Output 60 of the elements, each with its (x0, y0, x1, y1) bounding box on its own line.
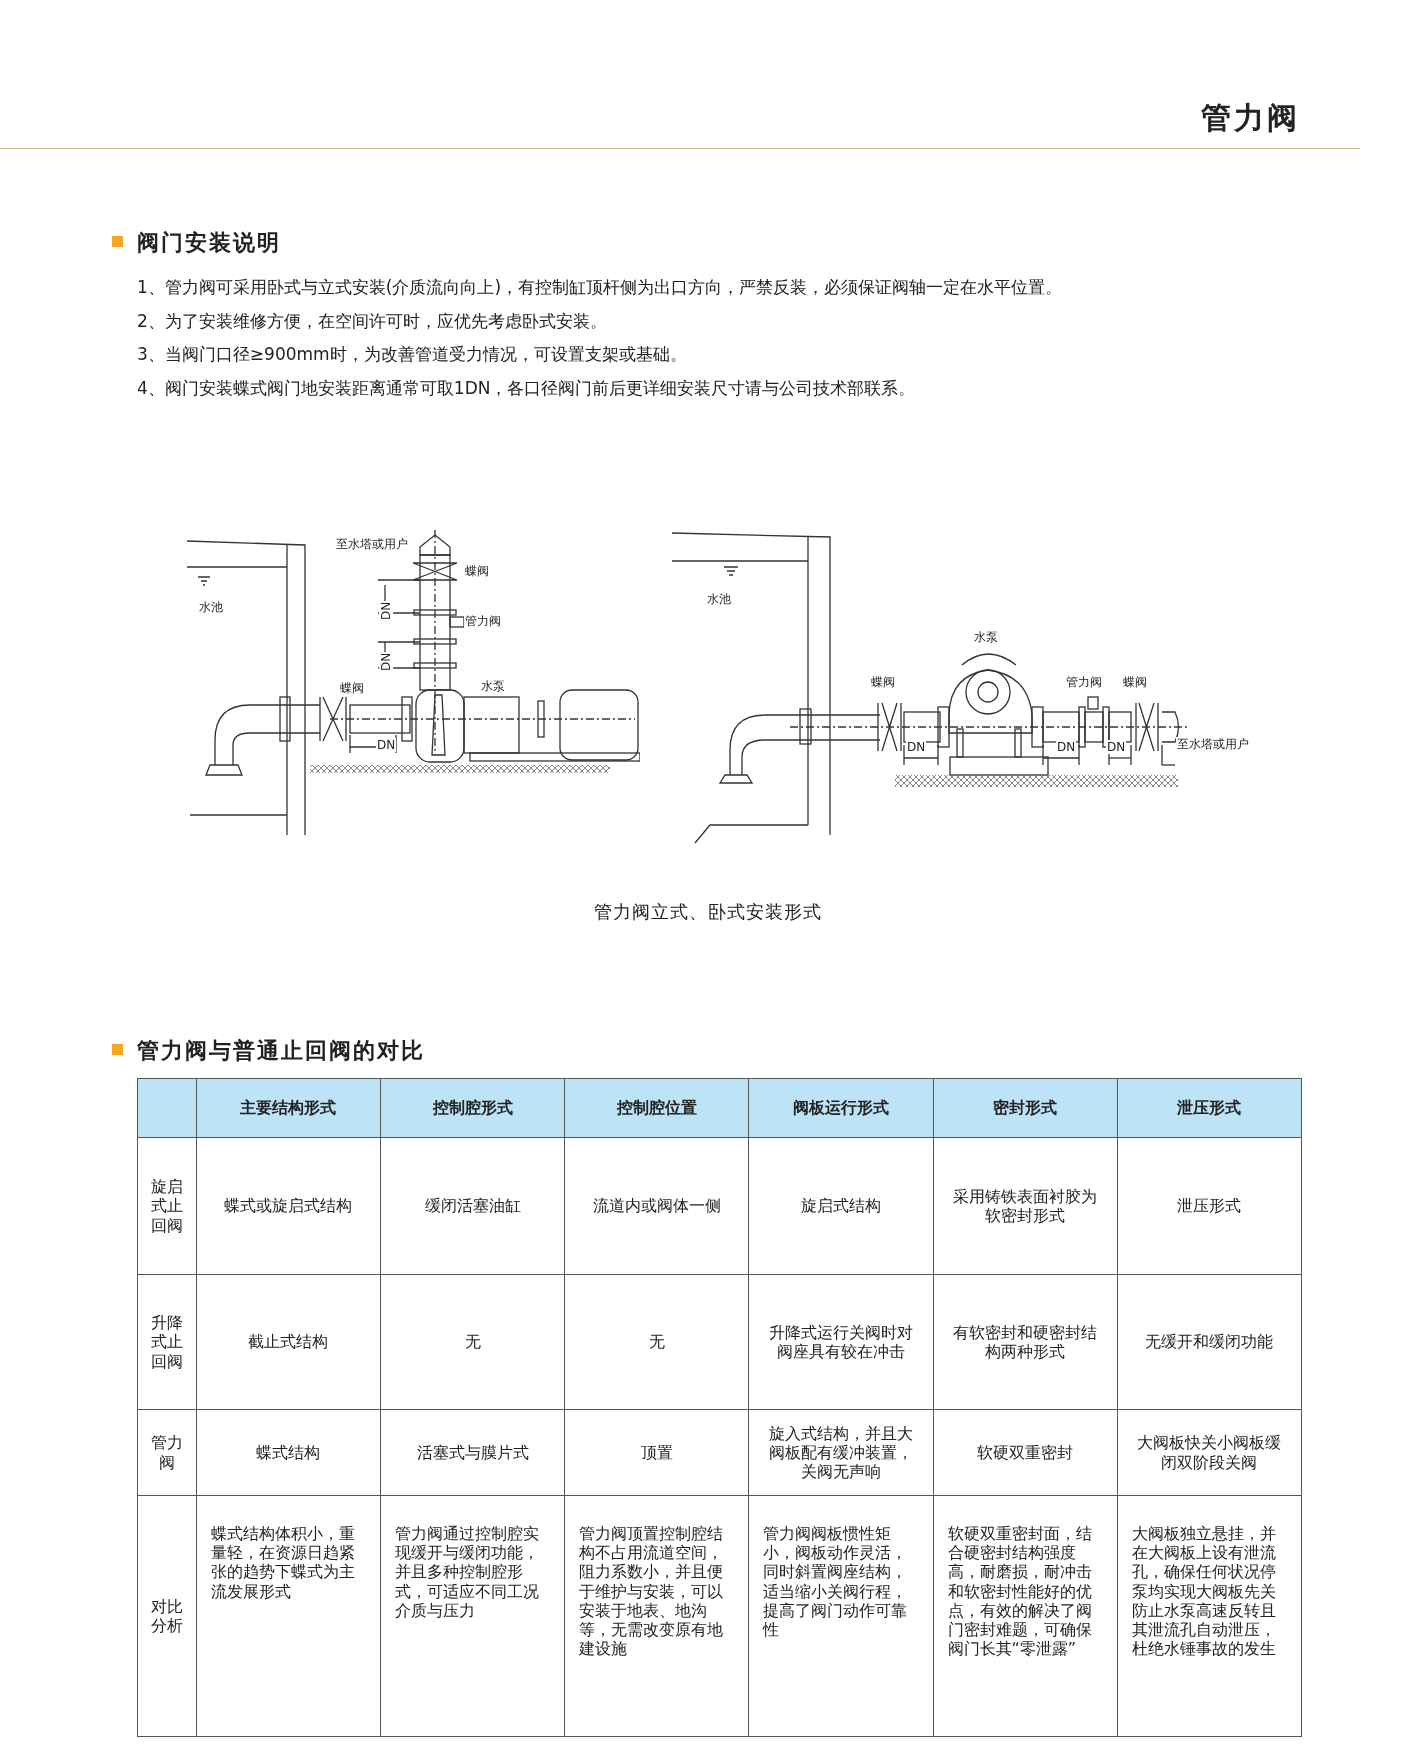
row-header: 旋启式止回阀 (137, 1137, 197, 1275)
column-header: 主要结构形式 (196, 1078, 381, 1138)
cell-text: 流道内或阀体一侧 (564, 1137, 749, 1275)
cell-text: 截止式结构 (196, 1274, 381, 1410)
drawing-label: 蝶阀 (1122, 675, 1148, 689)
drawing-label: DN (906, 740, 927, 754)
row-header: 升降式止回阀 (137, 1274, 197, 1410)
dimension-label: DN (379, 600, 394, 622)
column-header: 密封形式 (933, 1078, 1118, 1138)
row-header: 对比分析 (137, 1495, 197, 1737)
cell-text: 采用铸铁表面衬胶为软密封形式 (933, 1137, 1118, 1275)
cell-text: 无 (564, 1274, 749, 1410)
cell-text: 顶置 (564, 1409, 749, 1496)
cell-text: 泄压形式 (1117, 1137, 1302, 1275)
drawing-label: 蝶阀 (339, 681, 365, 695)
drawing-label: DN (376, 738, 397, 752)
dimension-label: DN (379, 651, 394, 673)
cell-text: 无 (380, 1274, 565, 1410)
cell-text: 蝶式或旋启式结构 (196, 1137, 381, 1275)
cell-text: 升降式运行关阀时对阀座具有较在冲击 (748, 1274, 934, 1410)
column-header: 控制腔位置 (564, 1078, 749, 1138)
drawing-label: 至水塔或用户 (1176, 737, 1250, 751)
drawing-label: 管力阀 (464, 614, 502, 628)
cell-text: 管力阀顶置控制腔结构不占用流道空间，阻力系数小，并且便于维护与安装，可以安装于地表、地沟等，无需改变原有地建设施 (564, 1495, 749, 1737)
page-title: 管力阀 (1201, 99, 1300, 137)
column-header: 泄压形式 (1117, 1078, 1302, 1138)
instruction-text: 3、当阀门口径≥900mm时，为改善管道受力情况，可设置支架或基础。 (137, 343, 687, 366)
drawing-label: DN (1056, 740, 1077, 754)
drawing-label: 管力阀 (1065, 675, 1103, 689)
drawing-label: 水池 (198, 600, 224, 614)
cell-text: 旋入式结构，并且大阀板配有缓冲装置，关阀无声响 (748, 1409, 934, 1496)
drawing-label: 蝶阀 (464, 564, 490, 578)
drawing-label: 水泵 (973, 630, 999, 644)
cell-text: 无缓开和缓闭功能 (1117, 1274, 1302, 1410)
section-heading: 阀门安装说明 (137, 229, 281, 257)
column-header: 控制腔形式 (380, 1078, 565, 1138)
cell-text: 旋启式结构 (748, 1137, 934, 1275)
cell-text: 管力阀通过控制腔实现缓开与缓闭功能，并且多种控制腔形式，可适应不同工况介质与压力 (380, 1495, 565, 1737)
drawing-label: 水泵 (480, 679, 506, 693)
section-heading: 管力阀与普通止回阀的对比 (137, 1037, 425, 1065)
cell-text: 有软密封和硬密封结构两种形式 (933, 1274, 1118, 1410)
instruction-text: 4、阀门安装蝶式阀门地安装距离通常可取1DN，各口径阀门前后更详细安装尺寸请与公司技术部联系。 (137, 376, 916, 400)
figure-caption: 管力阀立式、卧式安装形式 (592, 900, 823, 924)
row-header: 管力阀 (137, 1409, 197, 1496)
cell-text: 活塞式与膜片式 (380, 1409, 565, 1496)
drawing-label: 水池 (706, 592, 732, 606)
instruction-text: 2、为了安装维修方便，在空间许可时，应优先考虑卧式安装。 (137, 309, 607, 333)
instruction-text: 1、管力阀可采用卧式与立式安装(介质流向向上)，有控制缸顶杆侧为出口方向，严禁反装，必须保证阀轴一定在水平位置。 (137, 276, 1063, 299)
cell-text: 大阀板快关小阀板缓闭双阶段关阀 (1117, 1409, 1302, 1496)
cell-text: 软硬双重密封 (933, 1409, 1118, 1496)
cell-text: 管力阀阀板惯性矩小，阀板动作灵活，同时斜置阀座结构，适当缩小关阀行程，提高了阀门动作可靠性 (748, 1495, 934, 1737)
cell-text: 缓闭活塞油缸 (380, 1137, 565, 1275)
drawing-label: DN (1106, 740, 1127, 754)
column-header: 阀板运行形式 (748, 1078, 934, 1138)
drawing-label: 蝶阀 (870, 675, 896, 689)
cell-text: 大阀板独立悬挂，并在大阀板上设有泄流孔，确保任何状况停泵均实现大阀板先关防止水泵高速反转且其泄流孔自动泄压，杜绝水锤事故的发生 (1117, 1495, 1302, 1737)
drawing-label: 至水塔或用户 (335, 537, 409, 551)
cell-text: 蝶式结构体积小，重量轻，在资源日趋紧张的趋势下蝶式为主流发展形式 (196, 1495, 381, 1737)
cell-text: 软硬双重密封面，结合硬密封结构强度高，耐磨损，耐冲击和软密封性能好的优点，有效的解决了阀门密封难题，可确保阀门长其“零泄露” (933, 1495, 1118, 1737)
cell-text: 蝶式结构 (196, 1409, 381, 1496)
